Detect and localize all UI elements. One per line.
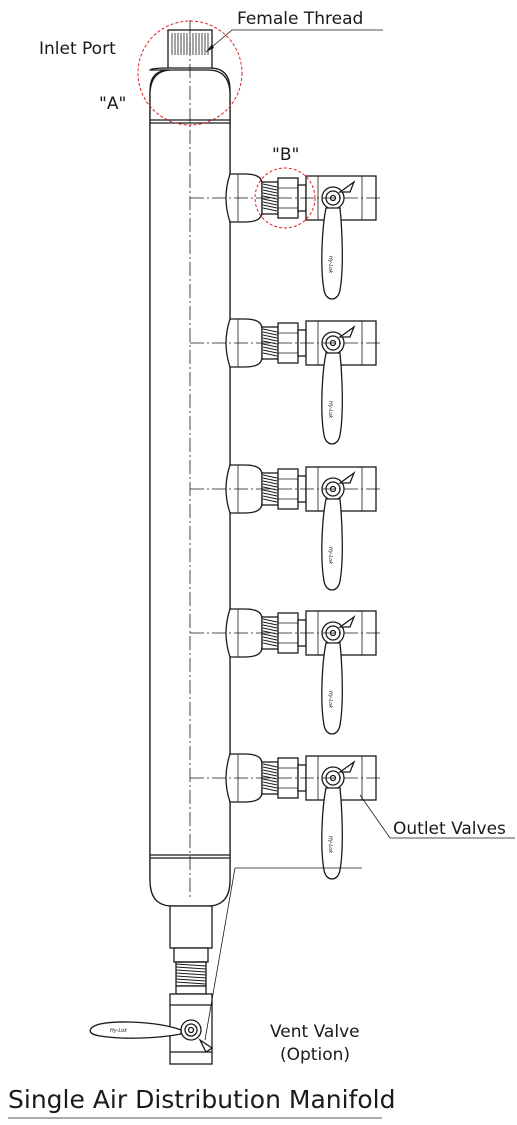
outlet-valve: Hy-Lok	[190, 464, 382, 591]
vent-option-label: (Option)	[280, 1045, 350, 1065]
female-thread-label: Female Thread	[237, 9, 363, 29]
outlet-valves-label: Outlet Valves	[393, 819, 506, 839]
detail-circle-a	[137, 20, 243, 126]
inlet-port-label: Inlet Port	[39, 39, 116, 59]
valve-brand-text: Hy-Lok	[327, 547, 333, 565]
outlet-valve: Hy-Lok	[190, 753, 382, 880]
outlet-valve: Hy-Lok	[190, 318, 382, 445]
outlet-valve: Hy-Lok	[190, 173, 382, 300]
diagram-title: Single Air Distribution Manifold	[8, 1085, 395, 1114]
detail-a-label: "A"	[99, 94, 126, 114]
valve-brand-text: Hy-Lok	[327, 836, 333, 854]
valve-brand-text: Hy-Lok	[327, 691, 333, 709]
detail-circle-b	[254, 167, 316, 229]
outlet-valve: Hy-Lok	[190, 608, 382, 735]
detail-b-label: "B"	[272, 145, 299, 165]
valve-brand-text: Hy-Lok	[327, 401, 333, 419]
vent-brand-text: Hy-Lok	[110, 1028, 128, 1034]
vent-valve: Hy-Lok	[89, 905, 214, 1065]
vent-valve-label-text: Vent Valve	[270, 1022, 360, 1042]
manifold-body	[149, 20, 231, 907]
valve-brand-text: Hy-Lok	[327, 256, 333, 274]
leader-lines	[204, 29, 515, 1041]
